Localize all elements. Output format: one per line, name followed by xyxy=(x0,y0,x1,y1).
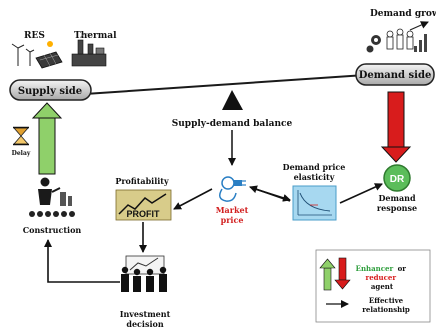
market-to-profitability-arrow xyxy=(173,188,213,210)
legend-effective-text: Effective xyxy=(369,296,404,305)
balance-pivot-icon xyxy=(222,90,243,110)
investment-to-construction-arrow xyxy=(44,239,120,283)
demand-response-node: DR xyxy=(383,164,411,192)
demand-side-node: Demand side xyxy=(355,63,435,86)
demand-side-label: Demand side xyxy=(359,70,432,81)
hourglass-icon xyxy=(13,126,29,146)
profit-sign-text: PROFIT xyxy=(127,209,161,219)
supply-side-node: Supply side xyxy=(9,79,92,101)
demand-growth-label: Demand growth xyxy=(370,9,436,19)
legend-or-text: or xyxy=(398,264,407,273)
legend-agent-text: Enhancer or reducer agent xyxy=(356,264,409,291)
elasticity-to-dr-arrow xyxy=(339,183,383,204)
balance-beam xyxy=(69,72,396,96)
solar-panel-icon xyxy=(35,41,63,69)
profitability-label: Profitability xyxy=(115,176,169,186)
legend-enhancer-text: Enhancer xyxy=(356,264,394,273)
supply-side-label: Supply side xyxy=(18,86,82,97)
dr-badge-label: DR xyxy=(390,174,405,185)
market-label: Market xyxy=(216,205,249,215)
demand-price-elasticity-label-2: elasticity xyxy=(294,172,335,182)
market-to-elasticity-arrow xyxy=(251,187,291,202)
market-price-plug-icon xyxy=(219,176,246,202)
thermal-label: Thermal xyxy=(74,31,117,41)
demand-reducer-arrow xyxy=(380,91,412,163)
legend-reducer-text: reducer xyxy=(366,273,397,282)
investment-meeting-icon xyxy=(121,255,167,292)
construction-worker-icon xyxy=(38,177,72,206)
demand-price-elasticity-label-1: Demand price xyxy=(283,162,346,172)
legend-relationship-text: relationship xyxy=(362,305,410,314)
legend-agent-word: agent xyxy=(371,282,394,291)
demand-response-label-1: Demand xyxy=(378,193,415,203)
supply-demand-balance-label: Supply-demand balance xyxy=(172,119,293,129)
construction-tools-icon xyxy=(29,211,75,217)
supply-enhancer-arrow xyxy=(31,102,63,175)
demand-response-label-2: response xyxy=(377,203,417,213)
profit-sign-icon: PROFIT xyxy=(115,189,172,221)
thermal-plant-icon xyxy=(71,33,107,67)
relationship-arrows xyxy=(44,183,383,283)
wind-turbine-icon xyxy=(11,43,35,66)
res-label: RES xyxy=(24,31,45,41)
investment-label-1: Investment xyxy=(120,309,171,319)
construction-label: Construction xyxy=(23,225,82,235)
delay-label: Delay xyxy=(12,150,31,157)
investment-label-2: decision xyxy=(126,319,163,329)
demand-growth-icon xyxy=(366,21,429,53)
price-label: price xyxy=(221,215,244,225)
legend-box xyxy=(315,249,431,323)
elasticity-chart-icon xyxy=(292,185,337,221)
